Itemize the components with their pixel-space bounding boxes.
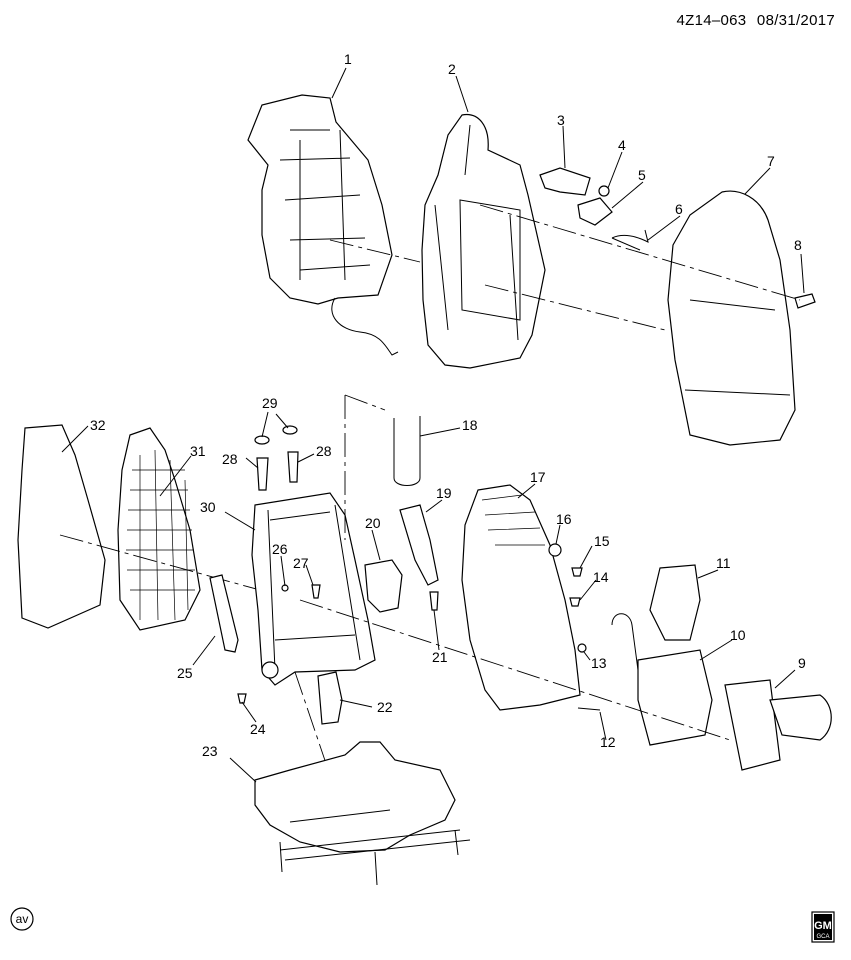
part-18-rod	[393, 416, 421, 486]
callout-7: 7	[767, 153, 775, 169]
part-19-panel	[399, 504, 439, 586]
part-12-pin	[577, 707, 601, 711]
callout-9: 9	[798, 655, 806, 671]
callout-26: 26	[272, 541, 288, 557]
callout-17: 17	[530, 469, 546, 485]
part-25-trim	[209, 574, 239, 653]
part-15-screw	[571, 567, 583, 577]
part-2-seatback-cushion	[421, 114, 546, 369]
callout-12: 12	[600, 734, 616, 750]
part-17-side-shield	[461, 484, 581, 711]
callout-1: 1	[344, 51, 352, 67]
diagram-header: 4Z14–063 08/31/2017	[676, 12, 835, 29]
diagram-id: 4Z14–063	[676, 12, 747, 29]
part-13-fastener	[577, 643, 587, 653]
callout-11: 11	[716, 555, 731, 571]
callout-21: 21	[432, 649, 448, 665]
callout-22: 22	[377, 699, 393, 715]
gm-logo-top: GM	[814, 920, 832, 932]
callout-18: 18	[462, 417, 478, 433]
callout-19: 19	[436, 485, 452, 501]
callout-28-left: 28	[222, 451, 238, 467]
diagram-date: 08/31/2017	[756, 12, 835, 29]
callout-28-right: 28	[316, 443, 332, 459]
alignment-line-rod	[344, 394, 386, 540]
parts-28-29-headrest-guides	[254, 425, 299, 491]
callout-29: 29	[262, 395, 278, 411]
part-21-bolt	[429, 591, 439, 611]
callout-13: 13	[591, 655, 607, 671]
callout-10: 10	[730, 627, 746, 643]
alignment-line-upper-3	[484, 284, 666, 331]
part-23-seat-frame	[254, 741, 471, 886]
part-14-screw	[569, 597, 581, 607]
callout-6: 6	[675, 201, 683, 217]
callout-4: 4	[618, 137, 626, 153]
callout-15: 15	[594, 533, 610, 549]
av-mark: av	[10, 907, 34, 931]
callout-30: 30	[200, 499, 216, 515]
gm-logo: GM GCA	[811, 911, 835, 943]
av-mark-text: av	[16, 912, 29, 926]
callout-23: 23	[202, 743, 218, 759]
part-8-clip	[794, 293, 816, 309]
part-9-bladder	[724, 679, 832, 771]
part-11-bolster	[649, 564, 701, 641]
part-10-lumbar	[611, 613, 713, 746]
callout-25: 25	[177, 665, 193, 681]
callout-8: 8	[794, 237, 802, 253]
part-16-plug	[548, 543, 562, 557]
part-32-rear-panel	[17, 424, 106, 629]
part-22-motor	[317, 671, 343, 725]
alignment-line-rear	[59, 534, 261, 591]
part-27-bolt	[311, 584, 321, 599]
part-24-screw	[237, 693, 247, 704]
part-31-mesh-backboard	[117, 427, 201, 631]
callout-3: 3	[557, 112, 565, 128]
alignment-line-upper-1	[329, 239, 421, 263]
callout-20: 20	[365, 515, 381, 531]
part-7-seatback-cover	[667, 190, 796, 446]
callout-14: 14	[593, 569, 609, 585]
callout-16: 16	[556, 511, 572, 527]
parts-3-to-6-headrest-hardware	[539, 167, 649, 251]
alignment-line-upper-2	[479, 204, 801, 301]
alignment-line-lower	[294, 671, 336, 791]
callout-5: 5	[638, 167, 646, 183]
callout-27: 27	[293, 555, 309, 571]
part-20-bracket	[364, 559, 403, 613]
callout-24: 24	[250, 721, 266, 737]
callout-32: 32	[90, 417, 106, 433]
callout-31: 31	[190, 443, 206, 459]
leader-lines	[61, 67, 805, 783]
callout-numbers: 1 2 3 4 5 6 7 8 9 10 11 12 13 14 15 16 1…	[90, 51, 806, 759]
gm-logo-bottom: GCA	[816, 934, 829, 940]
part-1-heater-pad	[247, 94, 399, 356]
callout-2: 2	[448, 61, 456, 77]
